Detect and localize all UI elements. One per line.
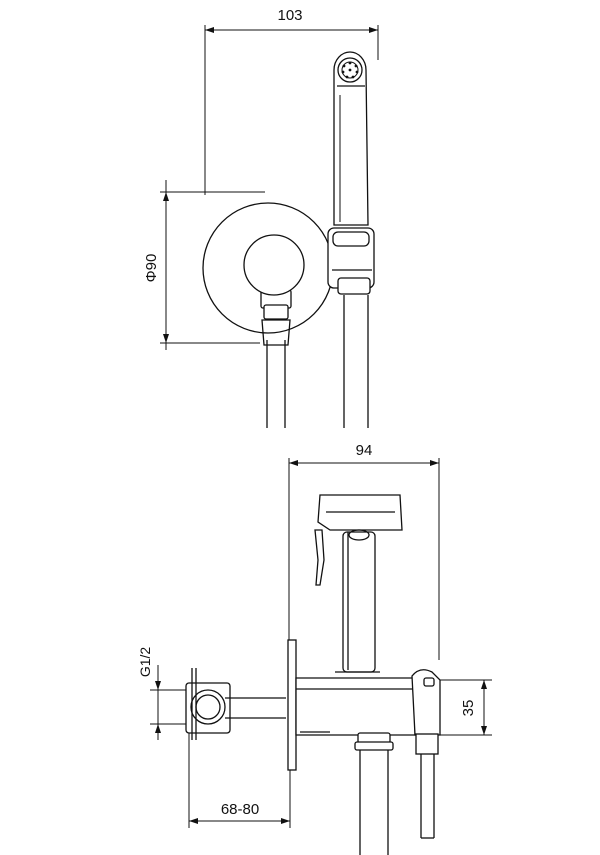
dimension-phi90-label: Φ90 [143, 254, 160, 283]
inlet-fitting [185, 668, 286, 740]
bidet-sprayer [314, 494, 403, 673]
dimension-94-label: 94 [356, 442, 373, 459]
dimension-height: 35 [440, 679, 492, 736]
mixer-body [295, 677, 416, 855]
dimension-depth: 68-80 [188, 730, 291, 828]
dimension-35-label: 35 [460, 700, 477, 717]
dimension-diameter: Φ90 [143, 180, 265, 350]
dimension-6880-label: 68-80 [221, 801, 259, 818]
dimension-g12-label: G1/2 [137, 647, 153, 678]
dimension-width-side: 94 [288, 442, 440, 660]
mixer-lever [411, 669, 441, 839]
lever-pipe [266, 340, 286, 428]
hand-shower [327, 51, 375, 295]
dimension-103-label: 103 [277, 7, 302, 24]
hose-pipe [343, 295, 369, 428]
top-view: 103 Φ90 [143, 7, 379, 428]
dimension-width-top: 103 [204, 7, 379, 195]
side-view: 94 35 G1/2 68-80 [137, 442, 492, 855]
shower-nozzle-icon [337, 57, 363, 83]
wall-plate [287, 639, 297, 771]
mixer-knob [243, 234, 305, 296]
